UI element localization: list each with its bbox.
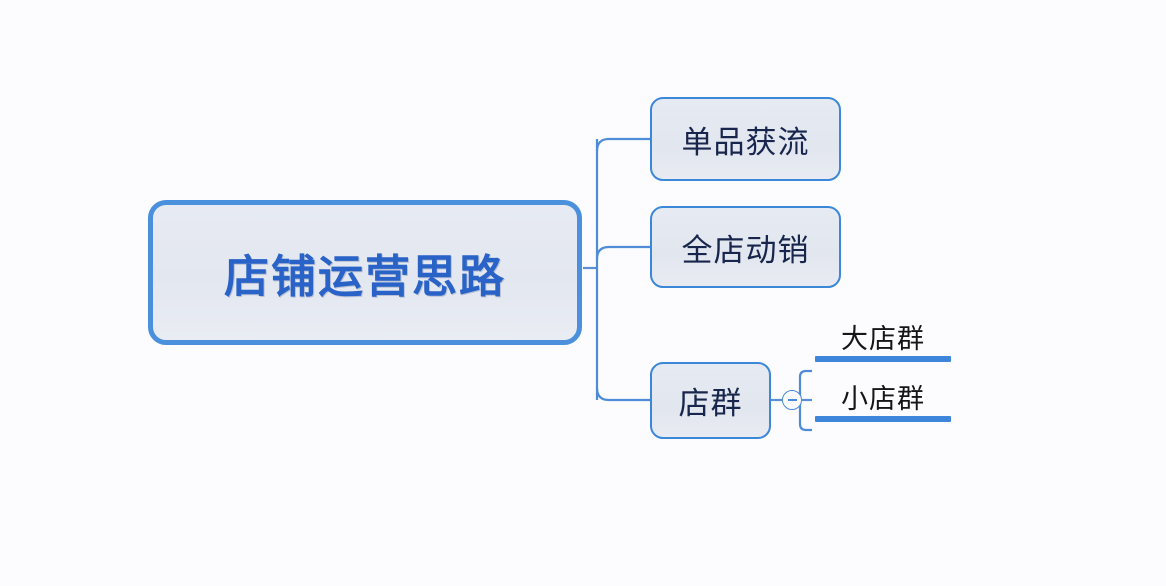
node-leaf-dadianqun-underline <box>815 356 951 363</box>
connector-to-danpin <box>595 137 650 152</box>
connector-to-quandian <box>595 245 650 260</box>
minus-glyph <box>787 399 797 401</box>
node-leaf-dadianqun-label: 大店群 <box>841 324 925 354</box>
node-branch-dianqun-label: 店群 <box>678 386 743 421</box>
node-leaf-xiaodianqun-label: 小店群 <box>841 384 925 414</box>
node-branch-quandian-label: 全店动销 <box>681 232 810 268</box>
minus-circle-icon[interactable] <box>782 390 802 410</box>
node-branch-dianqun[interactable]: 店群 <box>650 362 771 439</box>
node-root[interactable]: 店铺运营思路 <box>148 200 582 345</box>
node-branch-quandian[interactable]: 全店动销 <box>650 206 841 288</box>
node-leaf-xiaodianqun-underline <box>815 416 951 423</box>
node-branch-danpin[interactable]: 单品获流 <box>650 97 841 181</box>
node-root-label: 店铺运营思路 <box>223 251 506 302</box>
connector-to-dianqun <box>595 387 650 402</box>
node-leaf-dadianqun[interactable]: 大店群 <box>815 324 951 363</box>
node-branch-danpin-label: 单品获流 <box>681 124 810 160</box>
node-leaf-xiaodianqun[interactable]: 小店群 <box>815 384 951 423</box>
